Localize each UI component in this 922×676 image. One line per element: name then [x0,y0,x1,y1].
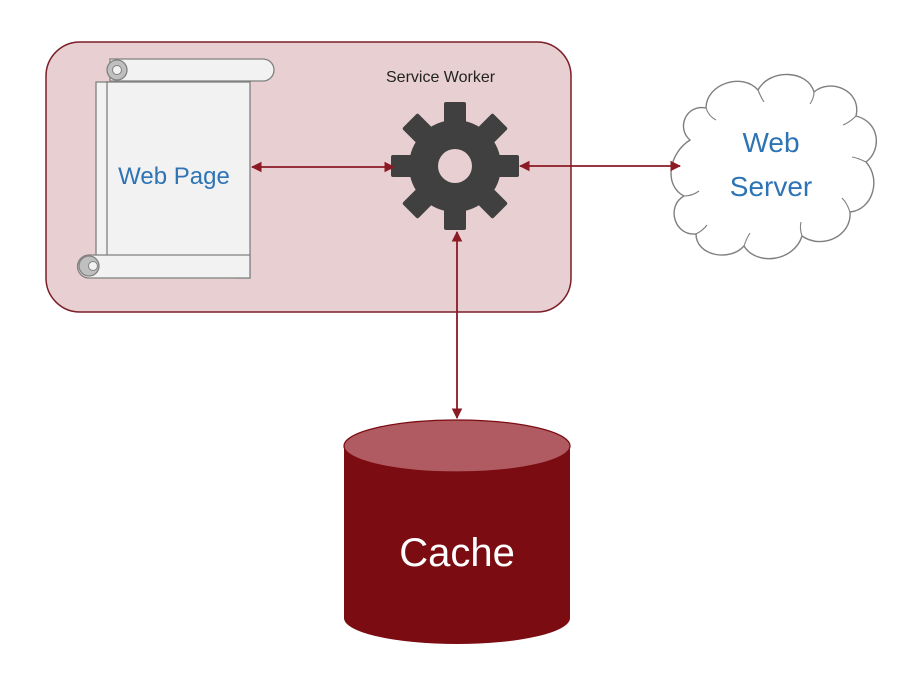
web-server-cloud: Web Server [670,73,878,260]
cloud-icon [670,73,878,260]
scroll-icon [76,58,275,279]
gear-icon [391,102,519,230]
web-page-label: Web Page [118,163,230,190]
cache-cylinder: Cache [343,419,571,644]
cylinder-icon [343,419,571,644]
service-worker-gear [391,102,519,230]
cache-label: Cache [399,531,515,575]
service-worker-label: Service Worker [386,69,496,86]
web-server-label-line1: Web [742,127,799,158]
web-page-scroll: Web Page [76,58,275,279]
web-server-label-line2: Server [730,171,812,202]
